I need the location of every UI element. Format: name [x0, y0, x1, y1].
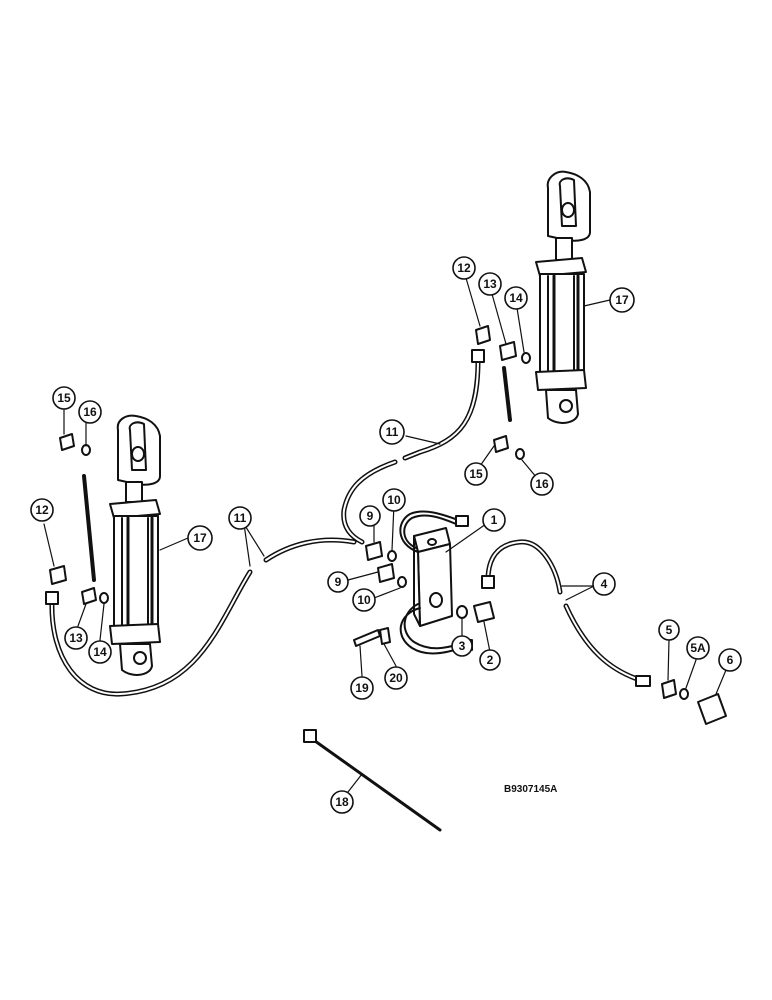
- callout-19: 19: [350, 676, 374, 700]
- callout-18: 18: [330, 790, 354, 814]
- svg-text:17: 17: [615, 293, 629, 307]
- callout-13-left: 13: [64, 626, 88, 650]
- callout-15-left: 15: [52, 386, 76, 410]
- callout-14-left: 14: [88, 640, 112, 664]
- callout-16-right: 16: [530, 472, 554, 496]
- svg-text:14: 14: [93, 645, 107, 659]
- callout-17-right: 17: [609, 287, 635, 313]
- callout-10-top: 10: [382, 488, 406, 512]
- callout-3: 3: [451, 635, 473, 657]
- svg-text:2: 2: [487, 653, 494, 667]
- callout-1: 1: [482, 508, 506, 532]
- svg-text:4: 4: [601, 577, 608, 591]
- svg-text:6: 6: [727, 653, 734, 667]
- svg-text:17: 17: [193, 531, 207, 545]
- svg-text:18: 18: [335, 795, 349, 809]
- leader-lines: [43, 277, 727, 793]
- callout-20: 20: [384, 666, 408, 690]
- svg-text:11: 11: [386, 425, 399, 439]
- svg-text:15: 15: [469, 467, 483, 481]
- hose-4: [481, 539, 651, 687]
- svg-text:1: 1: [491, 513, 498, 527]
- callout-11-left: 11: [228, 506, 252, 530]
- svg-text:16: 16: [535, 477, 549, 491]
- fittings: [49, 325, 727, 832]
- callout-5: 5: [658, 619, 680, 641]
- callout-5a: 5A: [686, 636, 710, 660]
- callout-4: 4: [592, 572, 616, 596]
- callout-9-top: 9: [359, 505, 381, 527]
- svg-text:16: 16: [83, 405, 97, 419]
- svg-text:12: 12: [457, 261, 471, 275]
- svg-text:5: 5: [666, 623, 673, 637]
- svg-text:20: 20: [389, 671, 403, 685]
- svg-text:10: 10: [387, 493, 401, 507]
- svg-text:13: 13: [69, 631, 83, 645]
- hydraulic-cylinder-left: [109, 414, 161, 676]
- svg-text:11: 11: [234, 511, 247, 525]
- callout-13-right: 13: [478, 272, 502, 296]
- callout-11-right: 11: [379, 419, 405, 445]
- callout-2: 2: [479, 649, 501, 671]
- callout-12-right: 12: [452, 256, 476, 280]
- callout-10-bottom: 10: [352, 588, 376, 612]
- svg-text:9: 9: [367, 509, 374, 523]
- callout-16-left: 16: [78, 400, 102, 424]
- svg-text:13: 13: [483, 277, 497, 291]
- callout-14-right: 14: [504, 286, 528, 310]
- svg-text:3: 3: [459, 639, 466, 653]
- drawing-reference-code: B9307145A: [504, 784, 557, 795]
- svg-text:9: 9: [335, 575, 342, 589]
- hydraulic-cylinder-right: [535, 170, 591, 424]
- callout-6: 6: [718, 648, 742, 672]
- svg-text:14: 14: [509, 291, 523, 305]
- svg-text:19: 19: [355, 681, 369, 695]
- callout-17-left: 17: [187, 525, 213, 551]
- callout-9-bottom: 9: [327, 571, 349, 593]
- hose-11-right: [341, 349, 485, 545]
- svg-text:10: 10: [357, 593, 371, 607]
- valve-block: [399, 510, 473, 655]
- svg-text:5A: 5A: [690, 641, 706, 655]
- callout-12-left: 12: [30, 498, 54, 522]
- svg-text:12: 12: [35, 503, 49, 517]
- svg-text:15: 15: [57, 391, 71, 405]
- hose-11-left: [45, 537, 357, 697]
- callout-15-right: 15: [464, 462, 488, 486]
